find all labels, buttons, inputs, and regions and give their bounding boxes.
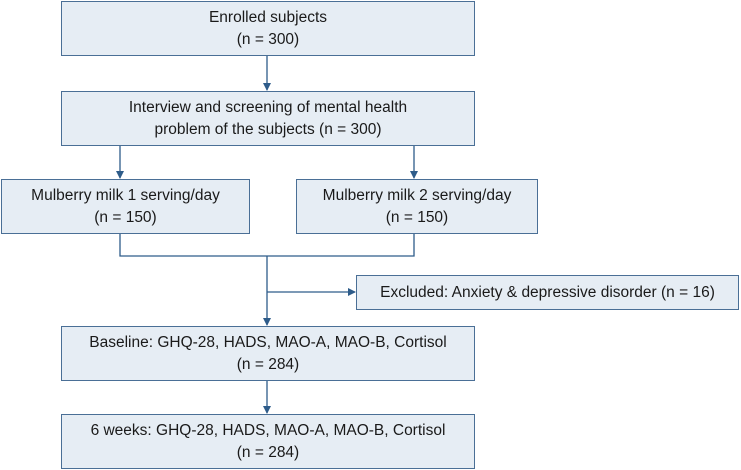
group-2-serving-count: (n = 150) xyxy=(385,208,449,226)
excluded-label: Excluded: Anxiety & depressive disorder … xyxy=(380,283,715,301)
group-1-serving-box: Mulberry milk 1 serving/day (n = 150) xyxy=(1,179,250,234)
six-weeks-measurements-count: (n = 284) xyxy=(236,443,300,461)
group-1-serving-count: (n = 150) xyxy=(94,208,157,226)
group-2-serving-label: Mulberry milk 2 serving/day xyxy=(322,186,512,204)
group-2-serving-box: Mulberry milk 2 serving/day (n = 150) xyxy=(296,179,538,234)
enrolled-subjects-label: Enrolled subjects xyxy=(208,8,328,26)
excluded-box: Excluded: Anxiety & depressive disorder … xyxy=(356,275,739,310)
enrolled-subjects-count: (n = 300) xyxy=(236,30,300,48)
interview-screening-count: problem of the subjects (n = 300) xyxy=(154,120,382,138)
baseline-measurements-box: Baseline: GHQ-28, HADS, MAO-A, MAO-B, Co… xyxy=(61,326,475,381)
six-weeks-measurements-box: 6 weeks: GHQ-28, HADS, MAO-A, MAO-B, Cor… xyxy=(61,414,475,469)
baseline-measurements-count: (n = 284) xyxy=(236,355,300,373)
connector-groups-merge xyxy=(119,234,415,257)
interview-screening-label: Interview and screening of mental health xyxy=(128,98,408,116)
enrolled-subjects-box: Enrolled subjects (n = 300) xyxy=(61,1,475,56)
six-weeks-measurements-label: 6 weeks: GHQ-28, HADS, MAO-A, MAO-B, Cor… xyxy=(90,421,446,439)
group-1-serving-label: Mulberry milk 1 serving/day xyxy=(31,186,220,204)
baseline-measurements-label: Baseline: GHQ-28, HADS, MAO-A, MAO-B, Co… xyxy=(89,333,447,351)
interview-screening-box: Interview and screening of mental health… xyxy=(61,91,475,146)
